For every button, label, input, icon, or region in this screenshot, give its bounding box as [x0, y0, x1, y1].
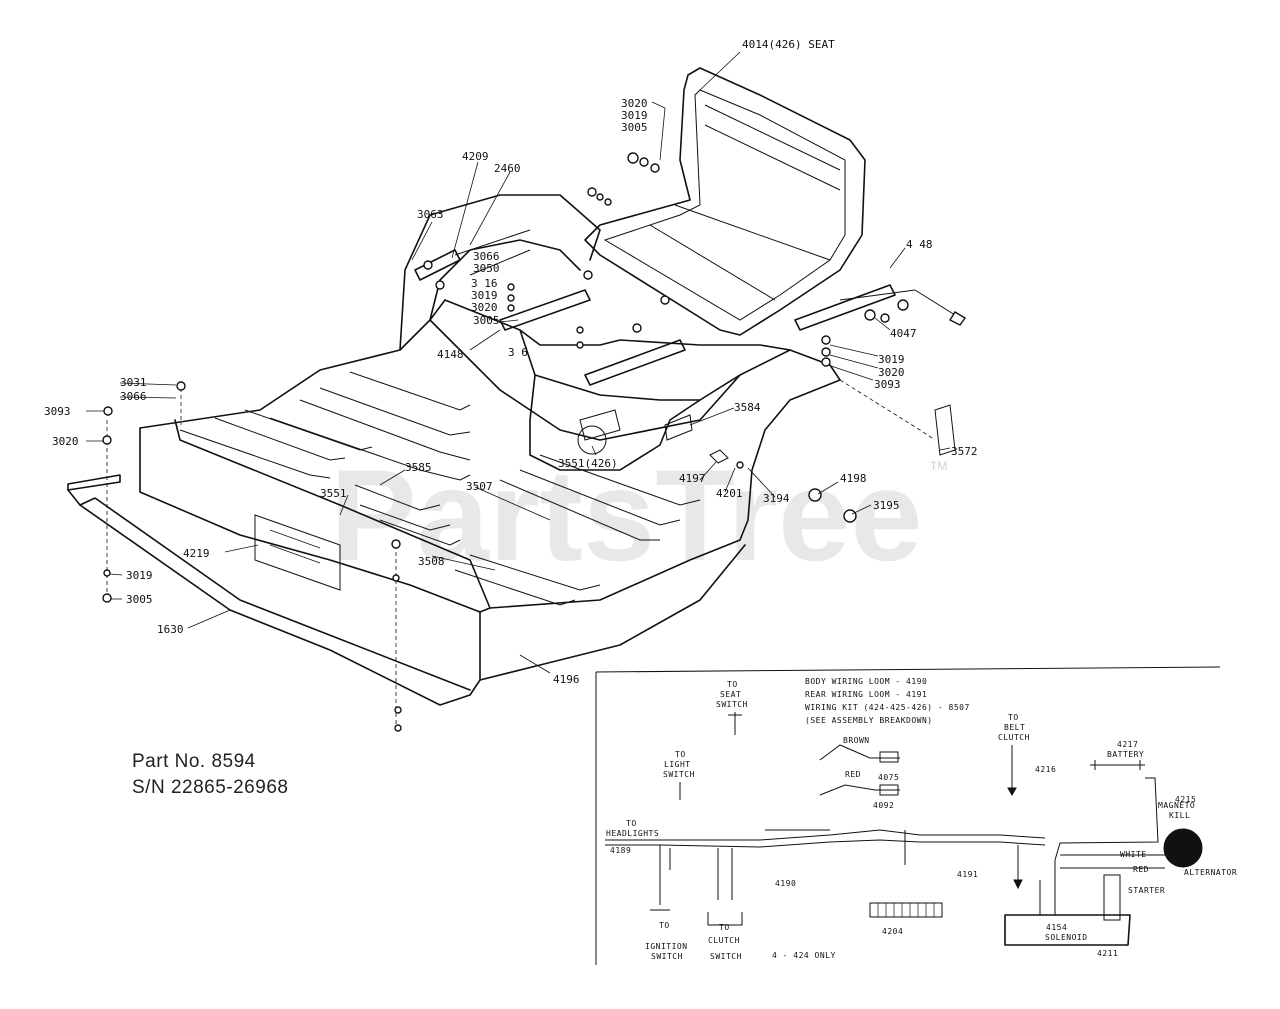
callout-3020: 3020 — [621, 97, 648, 110]
callout-3020-b: 3020 — [471, 301, 498, 314]
callout-3019-b: 3019 — [471, 289, 498, 302]
light-switch-switch: SWITCH — [663, 770, 695, 779]
ignition-switch-to: TO — [659, 921, 670, 930]
light-switch-light: LIGHT — [664, 760, 691, 769]
part-4189: 4189 — [610, 846, 631, 855]
callout-4196: 4196 — [553, 673, 580, 686]
light-switch-to: TO — [675, 750, 686, 759]
callout-4148-b: 4 48 — [906, 238, 933, 251]
callout-3063: 3063 — [417, 208, 444, 221]
callout-4014-seat: 4014(426) SEAT — [742, 38, 835, 51]
callout-3093-a: 3093 — [874, 378, 901, 391]
callout-4201: 4201 — [716, 487, 743, 500]
part-4190: 4190 — [775, 879, 796, 888]
watermark-trademark: TM — [930, 459, 947, 473]
wire-red-b: RED — [1133, 865, 1149, 874]
callout-3019: 3019 — [621, 109, 648, 122]
callout-3031: 3031 — [120, 376, 147, 389]
callout-3551-426: 3551(426) — [558, 457, 618, 470]
callout-3093-b: 3093 — [44, 405, 71, 418]
callout-3066-b: 3066 — [120, 390, 147, 403]
alternator-label: ALTERNATOR — [1184, 868, 1237, 877]
seat-drawing — [86, 51, 967, 674]
seat-switch-seat: SEAT — [720, 690, 741, 699]
part-4204: 4204 — [882, 927, 903, 936]
headlights-to: TO — [626, 819, 637, 828]
wiring-note-1: BODY WIRING LOOM - 4190 — [805, 677, 927, 686]
body-pan-drawing — [67, 194, 956, 732]
starter-label: STARTER — [1128, 886, 1165, 895]
callout-labels: 4014(426) SEAT 3020 3019 3005 4209 2460 … — [44, 38, 978, 686]
part-4191: 4191 — [957, 870, 978, 879]
wiring-note-3: WIRING KIT (424-425-426) - 8507 — [805, 703, 970, 712]
callout-3194: 3194 — [763, 492, 790, 505]
callout-4219: 4219 — [183, 547, 210, 560]
seat-switch-to: TO — [727, 680, 738, 689]
callout-3507: 3507 — [466, 480, 493, 493]
clutch-switch-clutch: CLUTCH — [708, 936, 740, 945]
callout-4198: 4198 — [840, 472, 867, 485]
magneto-label: MAGNETO — [1158, 801, 1195, 810]
callout-4047: 4047 — [890, 327, 917, 340]
callout-3019-d: 3019 — [126, 569, 153, 582]
callout-3195: 3195 — [873, 499, 900, 512]
callout-3050: 3050 — [473, 262, 500, 275]
magneto-kill-label: KILL — [1169, 811, 1190, 820]
part-4092: 4092 — [873, 801, 894, 810]
callout-3584: 3584 — [734, 401, 761, 414]
callout-3585: 3585 — [405, 461, 432, 474]
callout-4209: 4209 — [462, 150, 489, 163]
serial-number-range: S/N 22865-26968 — [132, 777, 289, 798]
headlights-label: HEADLIGHTS — [606, 829, 659, 838]
clutch-switch-to: TO — [719, 923, 730, 932]
wiring-diagram: BODY WIRING LOOM - 4190 REAR WIRING LOOM… — [595, 666, 1237, 965]
ignition-switch-ignition: IGNITION — [645, 942, 688, 951]
callout-3005-b: 3005 — [473, 314, 500, 327]
callout-36: 3 6 — [508, 346, 528, 359]
callout-3066: 3066 — [473, 250, 500, 263]
callout-3020-d: 3020 — [52, 435, 79, 448]
part-4216: 4216 — [1035, 765, 1056, 774]
note-424-only: 4 - 424 ONLY — [772, 951, 836, 960]
callout-3551: 3551 — [320, 487, 347, 500]
callout-4197: 4197 — [679, 472, 706, 485]
wiring-note-4: (SEE ASSEMBLY BREAKDOWN) — [805, 716, 933, 725]
part-4217: 4217 — [1117, 740, 1138, 749]
part-4215: 4215 — [1175, 795, 1196, 804]
battery-label: BATTERY — [1107, 750, 1144, 759]
solenoid-label: SOLENOID — [1045, 933, 1088, 942]
belt-clutch-clutch: CLUTCH — [998, 733, 1030, 742]
callout-1630: 1630 — [157, 623, 184, 636]
callout-3005: 3005 — [621, 121, 648, 134]
callout-3508: 3508 — [418, 555, 445, 568]
callout-3019-c: 3019 — [878, 353, 905, 366]
callout-3020-c: 3020 — [878, 366, 905, 379]
wiring-note-2: REAR WIRING LOOM - 4191 — [805, 690, 927, 699]
wire-red-a: RED — [845, 770, 861, 779]
callout-4148: 4148 — [437, 348, 464, 361]
ignition-switch-switch: SWITCH — [651, 952, 683, 961]
wire-brown: BROWN — [843, 736, 870, 745]
part-number: Part No. 8594 — [132, 751, 256, 772]
callout-3016: 3 16 — [471, 277, 498, 290]
callout-3005-d: 3005 — [126, 593, 153, 606]
part-4154: 4154 — [1046, 923, 1067, 932]
belt-clutch-to: TO — [1008, 713, 1019, 722]
part-4075: 4075 — [878, 773, 899, 782]
part-4211: 4211 — [1097, 949, 1118, 958]
callout-2460: 2460 — [494, 162, 521, 175]
seat-switch-switch: SWITCH — [716, 700, 748, 709]
callout-3572: 3572 — [951, 445, 978, 458]
belt-clutch-belt: BELT — [1004, 723, 1025, 732]
clutch-switch-switch: SWITCH — [710, 952, 742, 961]
